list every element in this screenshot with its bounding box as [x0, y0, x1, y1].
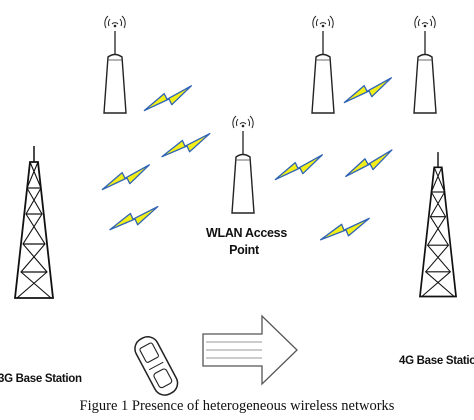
wlan-label-line1: WLAN Access — [206, 226, 287, 240]
wlan-router-top-right-b — [413, 15, 437, 114]
wlan-router-icon — [311, 30, 335, 114]
3g-base-station-label: 3G Base Station — [0, 373, 82, 385]
signal-waves-icon — [312, 15, 334, 29]
lightning-bolt-icon — [141, 85, 195, 112]
lightning-bolt-icon — [272, 154, 326, 181]
lightning-bolt-icon — [99, 164, 153, 191]
lightning-bolt-icon — [159, 132, 213, 158]
cell-tower-3g-icon — [14, 145, 54, 299]
wlan-label-line2: Point — [229, 243, 259, 257]
signal-waves-icon — [414, 15, 436, 29]
wlan-access-point-label: WLAN Access Point — [206, 225, 287, 259]
wlan-router-center — [231, 115, 255, 214]
lightning-bolt-icon — [342, 149, 396, 178]
lightning-bolt-icon — [318, 217, 372, 241]
wlan-router-top-right-a — [311, 15, 335, 114]
wlan-router-top-left — [103, 15, 127, 114]
wlan-router-icon — [231, 130, 255, 214]
wlan-router-icon — [103, 30, 127, 114]
signal-waves-icon — [104, 15, 126, 29]
wlan-router-icon — [413, 30, 437, 114]
4g-base-station-label: 4G Base Station — [399, 355, 474, 367]
lightning-bolt-icon — [341, 77, 395, 104]
figure-caption: Figure 1 Presence of heterogeneous wirel… — [79, 398, 395, 414]
lightning-bolt-icon — [107, 205, 161, 231]
cell-tower-4g-icon — [419, 151, 457, 298]
mobile-phone-icon — [134, 336, 179, 396]
signal-waves-icon — [232, 115, 254, 129]
